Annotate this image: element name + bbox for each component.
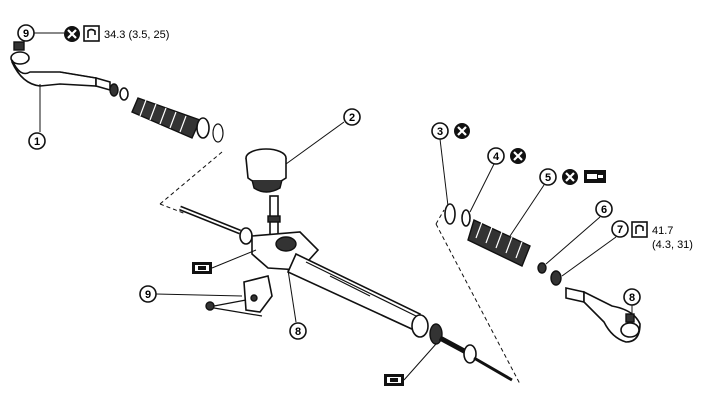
boot-band-right <box>461 209 471 227</box>
callout-1: 1 <box>34 136 40 148</box>
callout-5-circle <box>539 168 557 186</box>
outer-tie-rod-end-right <box>565 287 641 343</box>
do-not-reuse-icon-4 <box>510 148 526 164</box>
pinion-cover <box>245 148 287 193</box>
torque-value-locknut: 41.7 <box>652 225 673 237</box>
do-not-reuse-icon-5 <box>562 169 578 185</box>
callout-1-circle <box>28 132 46 150</box>
callout-6: 6 <box>601 204 607 216</box>
outer-tie-rod-end-left <box>10 41 111 92</box>
callout-5: 5 <box>545 172 551 184</box>
torque-value-tie-rod-nut: 34.3 (3.5, 25) <box>104 29 169 41</box>
boot-right <box>467 219 531 267</box>
grease-icon <box>192 262 212 274</box>
torque-wrench-icon-7 <box>631 221 648 238</box>
locking-sealant-icon <box>584 170 606 183</box>
spec-tie-rod-nut: 9 34.3 (3.5, 25) <box>17 24 169 42</box>
grease-icon-bottom <box>384 374 404 386</box>
boot-clamp-right <box>444 203 456 225</box>
callout-7-circle <box>611 220 629 238</box>
callout-2: 2 <box>349 112 355 124</box>
callout-3: 3 <box>437 126 443 138</box>
do-not-reuse-icon <box>64 26 80 42</box>
callout-4-circle <box>487 147 505 165</box>
callout-6-circle <box>595 200 613 218</box>
callout-9-bottom: 9 <box>145 289 151 301</box>
locknut-left <box>109 83 129 101</box>
callout-8-center: 8 <box>295 326 301 338</box>
callout-8-right: 8 <box>629 292 635 304</box>
locknut-right <box>550 270 562 286</box>
callout-7: 7 <box>617 224 623 236</box>
torque-value-locknut-alt: (4.3, 31) <box>652 239 693 251</box>
boot-left <box>131 97 224 143</box>
callout-4: 4 <box>493 151 500 163</box>
callout-9-top: 9 <box>23 28 29 40</box>
torque-wrench-icon <box>83 25 100 42</box>
do-not-reuse-icon-3 <box>454 123 470 139</box>
mounting-bracket <box>205 275 273 317</box>
callout-2-circle <box>343 108 361 126</box>
lock-plate-right <box>537 262 547 274</box>
callout-8-center-circle <box>289 322 307 340</box>
steering-gear-housing <box>179 195 513 382</box>
